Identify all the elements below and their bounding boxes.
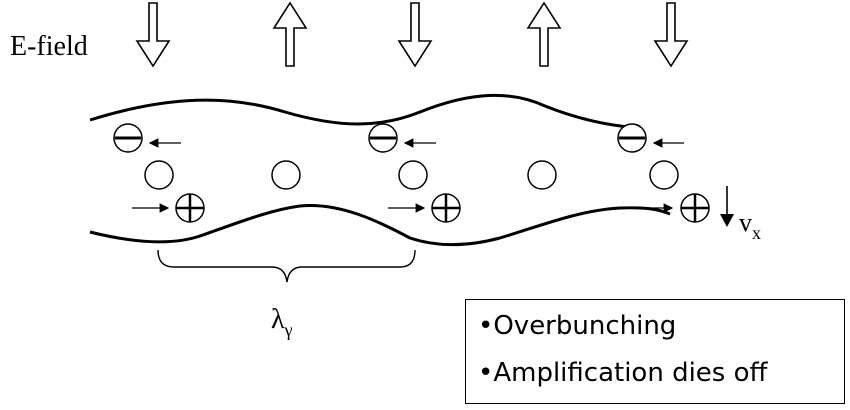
- legend-box: •Overbunching •Amplification dies off: [465, 299, 845, 404]
- beam-lower-boundary: [89, 203, 671, 247]
- field-arrow-down-icon: [654, 2, 688, 67]
- neutral-particle-icon: [527, 160, 557, 190]
- neutral-particle-icon: [144, 160, 174, 190]
- wavelength-brace: [157, 249, 416, 283]
- field-arrow-down-icon: [398, 2, 432, 67]
- velocity-label: vx: [739, 208, 761, 243]
- velocity-arrow-head: [720, 214, 734, 227]
- legend-item-overbunching: •Overbunching: [478, 311, 677, 341]
- particle-bunch-1: [113, 123, 205, 223]
- beam-upper-boundary: [89, 93, 641, 130]
- particle-bunch-3: [617, 123, 710, 223]
- legend-item-amplification: •Amplification dies off: [478, 358, 768, 388]
- neutral-particle-icon: [649, 160, 679, 190]
- neutral-particle-icon: [271, 160, 301, 190]
- wavelength-label: λγ: [271, 304, 293, 340]
- neutral-particle-icon: [398, 160, 428, 190]
- field-arrow-up-icon: [527, 2, 561, 67]
- field-arrow-down-icon: [136, 2, 170, 67]
- field-label: E-field: [10, 31, 88, 62]
- particle-bunch-2: [368, 123, 461, 223]
- field-arrow-up-icon: [273, 2, 307, 67]
